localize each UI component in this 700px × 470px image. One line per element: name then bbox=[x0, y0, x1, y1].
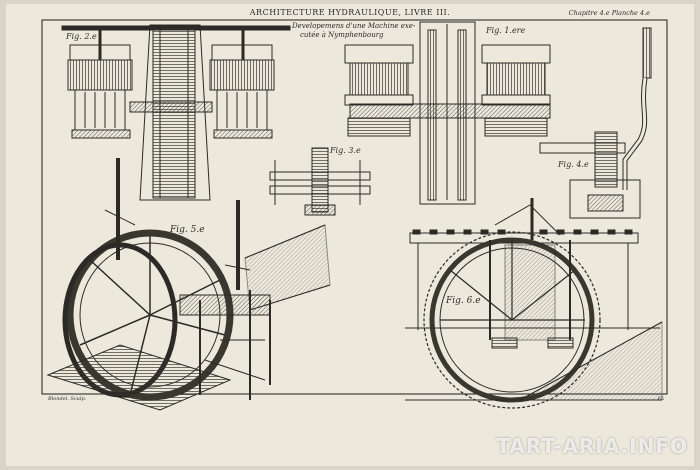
figure-5-drawing bbox=[46, 158, 331, 411]
caption-line-1: Developemens d'une Machine exe- bbox=[292, 22, 416, 30]
figure-4-drawing bbox=[539, 27, 652, 219]
figure-2-label: Fig. 2.e bbox=[66, 32, 97, 41]
figure-1-label: Fig. 1.ere bbox=[486, 26, 526, 35]
figure-6-label: Fig. 6.e bbox=[446, 296, 481, 306]
figure-1-drawing bbox=[344, 21, 551, 205]
figure-6-drawing bbox=[405, 198, 663, 409]
engraver-signature: Blondel. Sculp. bbox=[48, 396, 87, 402]
figure-3-label: Fig. 3.e bbox=[330, 146, 361, 155]
caption-line-2: cutée à Nymphenbourg bbox=[300, 31, 384, 39]
plate-title: ARCHITECTURE HYDRAULIQUE, LIVRE III. bbox=[249, 8, 451, 17]
figure-3-drawing bbox=[269, 147, 371, 216]
figure-2-drawing bbox=[61, 24, 291, 201]
site-watermark: TART-ARIA.INFO bbox=[496, 434, 688, 458]
figure-4-label: Fig. 4.e bbox=[558, 160, 589, 169]
figure-5-label: Fig. 5.e bbox=[170, 225, 205, 235]
plate-number: 65 bbox=[657, 396, 664, 402]
plate-border bbox=[41, 19, 668, 395]
chapter-plate-note: Chapitre 4.e Planche 4.e bbox=[568, 9, 650, 17]
